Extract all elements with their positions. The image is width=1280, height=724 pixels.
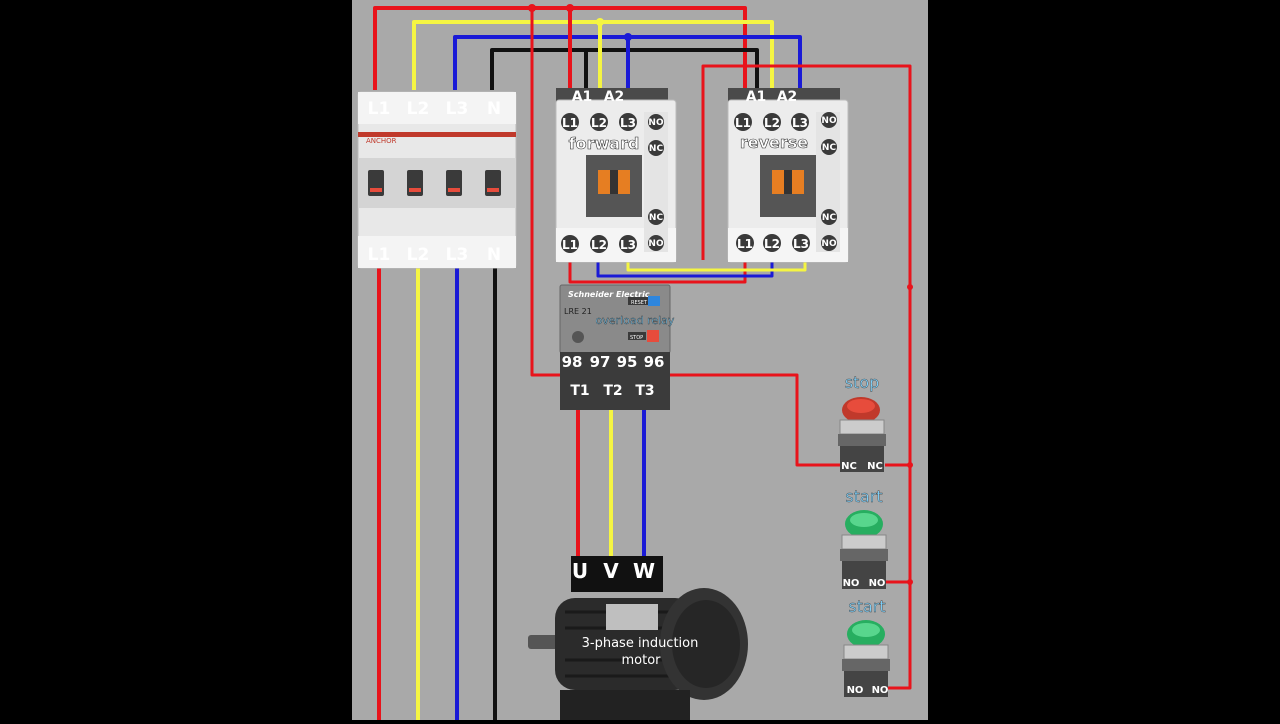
junction-dot: [566, 4, 574, 12]
breaker-top-terminal: N: [487, 99, 501, 119]
start-pushbutton-2[interactable]: start NO NO: [842, 597, 890, 697]
forward-aux-contact: NC: [649, 144, 664, 154]
overload-label: overload relay: [596, 314, 675, 327]
wire-cross-yellow: [626, 262, 807, 272]
reverse-top-terminal: L2: [764, 116, 780, 130]
start2-contact: NO: [847, 685, 864, 696]
wire-n-supply: [490, 48, 759, 90]
breaker-top-terminal: L1: [368, 99, 391, 119]
start-button-label: start: [845, 487, 882, 506]
overload-aux-terminal: 95: [617, 353, 638, 371]
overload-output-terminal: T1: [570, 383, 589, 399]
forward-coil-a1: A1: [572, 89, 593, 105]
junction-dot: [907, 462, 913, 468]
breaker-brand: ANCHOR: [366, 137, 397, 145]
forward-coil-a2: A2: [604, 89, 625, 105]
breaker-bottom-terminal: L2: [407, 245, 430, 265]
overload-output-terminal: T2: [603, 383, 622, 399]
overload-stop-button[interactable]: [647, 330, 659, 342]
wire-to-stop: [670, 373, 840, 467]
wire-l2-supply: [412, 20, 774, 95]
start-pushbutton-1[interactable]: start NO NO: [840, 487, 888, 589]
wire-cross-red: [568, 262, 747, 284]
reverse-top-terminal: L1: [735, 116, 751, 130]
reverse-bottom-terminal: L3: [793, 237, 809, 251]
breaker-bottom-terminal: N: [487, 245, 501, 265]
forward-bottom-terminal: L1: [562, 238, 578, 252]
motor-label-line1: 3-phase induction: [582, 636, 699, 651]
start2-contact: NO: [872, 685, 889, 696]
stop-contact: NC: [867, 461, 883, 472]
reverse-label: reverse: [740, 133, 808, 152]
circuit-breaker: ANCHOR L1 L2 L3 N L1 L2 L3 N: [357, 91, 517, 269]
wires: [373, 6, 912, 720]
forward-contactor: A1 A2 L1 L2 L3 L1 L2 L3 NO NC NC NO forw…: [555, 88, 677, 263]
junction-dot: [596, 18, 604, 26]
reverse-aux-contact: NC: [822, 143, 837, 153]
motor-terminal: W: [633, 559, 655, 583]
motor-label-line2: motor: [621, 653, 661, 668]
motor: U V W 3-phase induction motor: [528, 556, 748, 720]
overload-output-terminal: T3: [635, 383, 654, 399]
reverse-coil-a1: A1: [746, 89, 767, 105]
junction-dot: [907, 284, 913, 290]
overload-aux-terminal: 97: [590, 353, 611, 371]
breaker-bottom-terminal: L3: [446, 245, 469, 265]
forward-top-terminal: L2: [591, 116, 607, 130]
forward-top-terminal: L3: [620, 116, 636, 130]
reverse-aux-contact: NC: [822, 213, 837, 223]
reverse-top-terminal: L3: [792, 116, 808, 130]
forward-bottom-terminal: L3: [620, 238, 636, 252]
stop-pushbutton[interactable]: stop NC NC: [838, 373, 886, 472]
reverse-bottom-terminal: L1: [737, 237, 753, 251]
reverse-aux-contact: NO: [821, 239, 837, 249]
reverse-contactor: A1 A2 L1 L2 L3 L1 L2 L3 NO NC NC NO reve…: [727, 88, 849, 263]
motor-terminal: V: [603, 559, 619, 583]
overload-model: LRE 21: [564, 307, 592, 316]
forward-bottom-terminal: L2: [591, 238, 607, 252]
start-button-label: start: [848, 597, 885, 616]
breaker-top-terminal: L2: [407, 99, 430, 119]
reverse-aux-contact: NO: [821, 116, 837, 126]
overload-aux-terminal: 96: [644, 353, 665, 371]
junction-dot: [528, 4, 536, 12]
reset-button[interactable]: [648, 296, 660, 306]
start1-contact: NO: [869, 578, 886, 589]
stop-button-label: stop: [845, 373, 880, 392]
stop-contact: NC: [841, 461, 857, 472]
forward-label: forward: [569, 134, 640, 153]
breaker-bottom-terminal: L1: [368, 245, 391, 265]
forward-top-terminal: L1: [562, 116, 578, 130]
reverse-bottom-terminal: L2: [764, 237, 780, 251]
overload-reset: RESET: [631, 300, 648, 306]
reverse-coil-a2: A2: [777, 89, 798, 105]
overload-brand: Schneider Electric: [568, 290, 650, 299]
forward-aux-contact: NC: [649, 213, 664, 223]
junction-dot: [907, 579, 913, 585]
breaker-top-terminal: L3: [446, 99, 469, 119]
motor-terminal: U: [572, 559, 588, 583]
wire-control-main: [530, 8, 560, 377]
forward-aux-contact: NO: [648, 118, 664, 128]
start1-contact: NO: [843, 578, 860, 589]
overload-stop: STOP: [630, 335, 643, 341]
junction-dot: [624, 33, 632, 41]
forward-aux-contact: NO: [648, 239, 664, 249]
overload-aux-terminal: 98: [562, 353, 583, 371]
overload-relay: Schneider Electric LRE 21 RESET STOP ove…: [559, 284, 675, 410]
wire-control-right: [701, 64, 912, 690]
